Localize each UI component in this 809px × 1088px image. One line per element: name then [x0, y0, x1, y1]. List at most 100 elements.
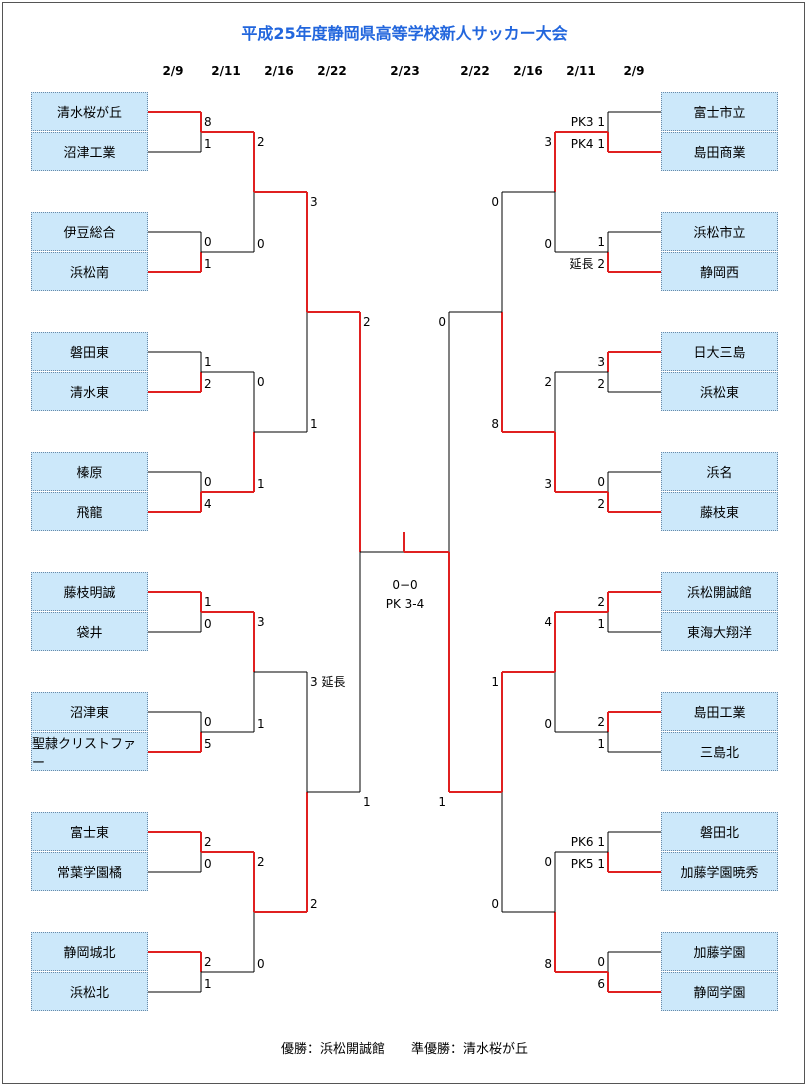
left-team-11[interactable]: 沼津東 — [31, 692, 148, 731]
left-r2-m4-score-bottom: 0 — [257, 957, 265, 971]
left-team-1[interactable]: 清水桜が丘 — [31, 92, 148, 131]
left-r2-m2-score-top: 0 — [257, 375, 265, 389]
left-team-2[interactable]: 沼津工業 — [31, 132, 148, 171]
date-left-r4: 2/22 — [317, 64, 347, 78]
right-r1-m2-score-bottom: 延長 2 — [569, 257, 605, 271]
left-r1-m7-score-bottom: 0 — [204, 857, 212, 871]
left-r1-m1-score-bottom: 1 — [204, 137, 212, 151]
right-r2-m2-score-bottom: 3 — [544, 477, 552, 491]
left-r1-m6-score-top: 0 — [204, 715, 212, 729]
right-r2-m3-score-bottom: 0 — [544, 717, 552, 731]
left-r1-m3-score-top: 1 — [204, 355, 212, 369]
right-team-6[interactable]: 浜松東 — [661, 372, 778, 411]
right-team-5[interactable]: 日大三島 — [661, 332, 778, 371]
right-r2-m2-score-top: 2 — [544, 375, 552, 389]
left-r2-m3-score-top: 3 — [257, 615, 265, 629]
right-r1-m3-score-top: 3 — [597, 355, 605, 369]
right-team-2[interactable]: 島田商業 — [661, 132, 778, 171]
right-team-10[interactable]: 東海大翔洋 — [661, 612, 778, 651]
right-team-1[interactable]: 富士市立 — [661, 92, 778, 131]
left-team-12[interactable]: 聖隷クリストファー — [31, 732, 148, 771]
right-team-16[interactable]: 静岡学園 — [661, 972, 778, 1011]
left-team-6[interactable]: 清水東 — [31, 372, 148, 411]
left-team-7[interactable]: 榛原 — [31, 452, 148, 491]
left-r1-m5-score-bottom: 0 — [204, 617, 212, 631]
right-r1-m6-score-bottom: 1 — [597, 737, 605, 751]
right-r1-m1-score-top: PK3 1 — [570, 115, 605, 129]
date-right-r3: 2/16 — [513, 64, 543, 78]
left-team-10[interactable]: 袋井 — [31, 612, 148, 651]
left-team-3[interactable]: 伊豆総合 — [31, 212, 148, 251]
left-team-16[interactable]: 浜松北 — [31, 972, 148, 1011]
right-r3-m2-score-bottom: 0 — [491, 897, 499, 911]
right-r2-m3-score-top: 4 — [544, 615, 552, 629]
right-r1-m7-score-top: PK6 1 — [570, 835, 605, 849]
final-pk-score: PK 3-4 — [385, 597, 425, 611]
left-r1-m6-score-bottom: 5 — [204, 737, 212, 751]
left-r1-m8-score-bottom: 1 — [204, 977, 212, 991]
left-team-14[interactable]: 常葉学園橘 — [31, 852, 148, 891]
right-r4-score-top: 0 — [438, 315, 446, 329]
left-r1-m2-score-bottom: 1 — [204, 257, 212, 271]
right-r3-m1-score-bottom: 8 — [491, 417, 499, 431]
date-left-r2: 2/11 — [211, 64, 241, 78]
left-team-9[interactable]: 藤枝明誠 — [31, 572, 148, 611]
right-team-14[interactable]: 加藤学園暁秀 — [661, 852, 778, 891]
left-r1-m1-score-top: 8 — [204, 115, 212, 129]
right-team-8[interactable]: 藤枝東 — [661, 492, 778, 531]
final-score: 0−0 — [392, 578, 418, 592]
left-r1-m5-score-top: 1 — [204, 595, 212, 609]
left-r2-m2-score-bottom: 1 — [257, 477, 265, 491]
date-final: 2/23 — [390, 64, 420, 78]
date-left-r1: 2/9 — [162, 64, 184, 78]
right-r1-m3-score-bottom: 2 — [597, 377, 605, 391]
left-r1-m4-score-bottom: 4 — [204, 497, 212, 511]
right-r3-m1-score-top: 0 — [491, 195, 499, 209]
left-r4-score-top: 2 — [363, 315, 371, 329]
left-team-4[interactable]: 浜松南 — [31, 252, 148, 291]
left-r2-m4-score-top: 2 — [257, 855, 265, 869]
right-r1-m1-score-bottom: PK4 1 — [570, 137, 605, 151]
final-score-box: 0−0 PK 3-4 — [360, 576, 450, 614]
left-team-5[interactable]: 磐田東 — [31, 332, 148, 371]
right-team-3[interactable]: 浜松市立 — [661, 212, 778, 251]
right-r3-m2-score-top: 1 — [491, 675, 499, 689]
right-r2-m1-score-bottom: 0 — [544, 237, 552, 251]
right-team-9[interactable]: 浜松開誠館 — [661, 572, 778, 611]
date-right-r1: 2/9 — [623, 64, 645, 78]
left-r1-m2-score-top: 0 — [204, 235, 212, 249]
right-r1-m2-score-top: 1 — [597, 235, 605, 249]
left-r1-m4-score-top: 0 — [204, 475, 212, 489]
right-r1-m8-score-bottom: 6 — [597, 977, 605, 991]
date-left-r3: 2/16 — [264, 64, 294, 78]
right-team-12[interactable]: 三島北 — [661, 732, 778, 771]
date-right-r4: 2/22 — [460, 64, 490, 78]
left-r1-m3-score-bottom: 2 — [204, 377, 212, 391]
right-team-7[interactable]: 浜名 — [661, 452, 778, 491]
right-team-11[interactable]: 島田工業 — [661, 692, 778, 731]
left-r4-score-bottom: 1 — [363, 795, 371, 809]
date-right-r2: 2/11 — [566, 64, 596, 78]
right-r2-m4-score-bottom: 8 — [544, 957, 552, 971]
left-team-13[interactable]: 富士東 — [31, 812, 148, 851]
left-team-15[interactable]: 静岡城北 — [31, 932, 148, 971]
right-r1-m4-score-bottom: 2 — [597, 497, 605, 511]
right-r1-m6-score-top: 2 — [597, 715, 605, 729]
right-team-13[interactable]: 磐田北 — [661, 812, 778, 851]
right-r4-score-bottom: 1 — [438, 795, 446, 809]
right-r2-m1-score-top: 3 — [544, 135, 552, 149]
left-r2-m1-score-top: 2 — [257, 135, 265, 149]
left-r3-m2-score-bottom: 2 — [310, 897, 318, 911]
left-team-8[interactable]: 飛龍 — [31, 492, 148, 531]
right-team-15[interactable]: 加藤学園 — [661, 932, 778, 971]
right-r1-m5-score-bottom: 1 — [597, 617, 605, 631]
right-team-4[interactable]: 静岡西 — [661, 252, 778, 291]
right-r1-m4-score-top: 0 — [597, 475, 605, 489]
left-r1-m8-score-top: 2 — [204, 955, 212, 969]
page-title: 平成25年度静岡県高等学校新人サッカー大会 — [241, 24, 568, 43]
left-r3-m1-score-top: 3 — [310, 195, 318, 209]
tournament-result: 優勝：浜松開誠館 準優勝：清水桜が丘 — [280, 1042, 528, 1057]
left-r1-m7-score-top: 2 — [204, 835, 212, 849]
right-r1-m7-score-bottom: PK5 1 — [570, 857, 605, 871]
